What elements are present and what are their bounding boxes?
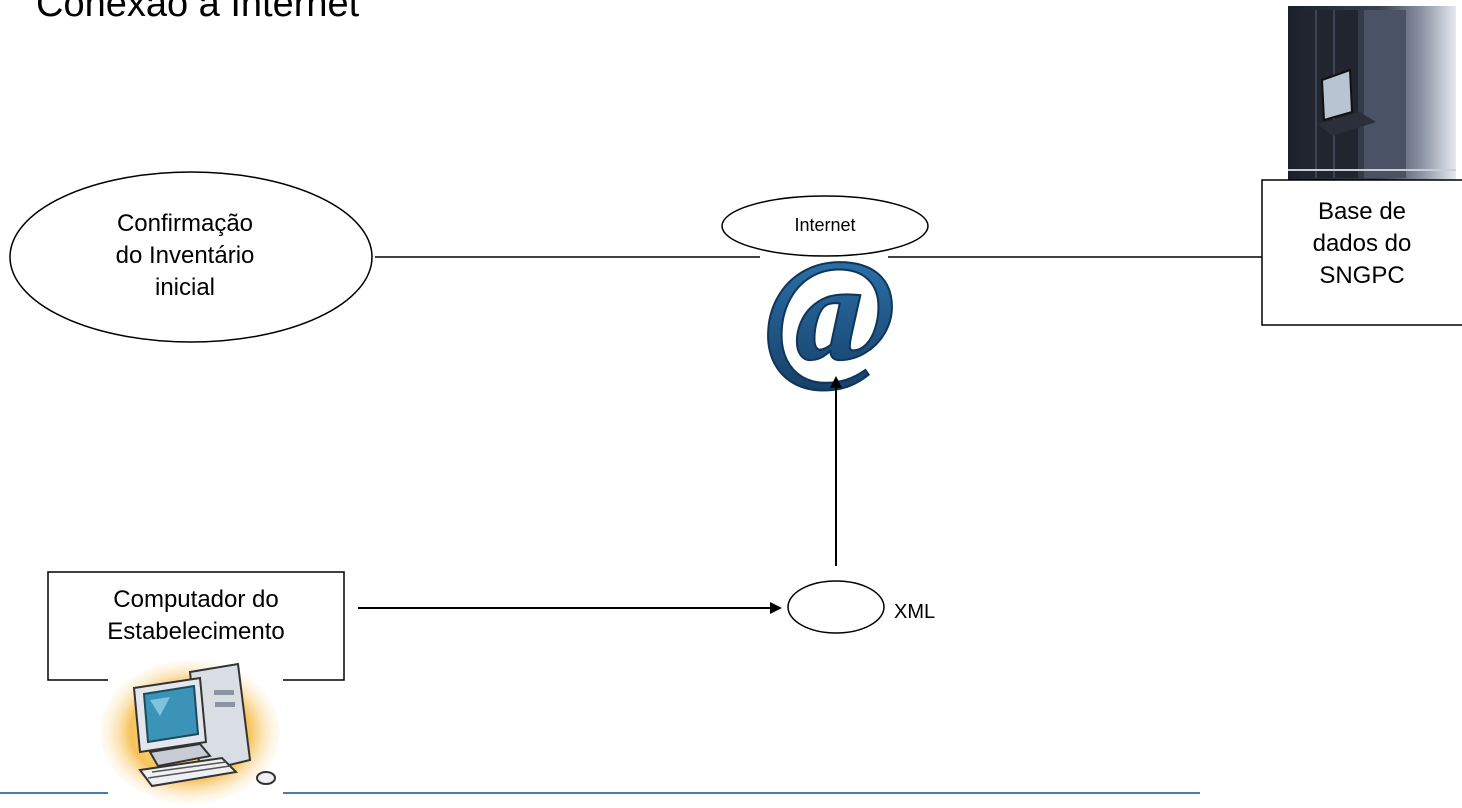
internet-ellipse [721, 195, 929, 257]
svg-text:@: @ [760, 229, 900, 395]
desktop-computer-icon [100, 655, 283, 805]
database-box [1261, 179, 1462, 326]
xml-ellipse [787, 580, 885, 634]
internet-label: Internet [794, 215, 856, 235]
confirmation-label-line: inicial [154, 274, 216, 301]
database-label: Base de dados do SNGPC [1262, 196, 1462, 292]
page-title: Conexão à Internet [36, 0, 360, 25]
database-label-line: Base de [1317, 198, 1407, 225]
confirmation-label-line: Confirmação [116, 210, 254, 237]
confirmation-label-line: do Inventário [115, 242, 255, 269]
database-label-line: SNGPC [1319, 262, 1405, 289]
confirmation-label: Confirmação do Inventário inicial [65, 208, 305, 304]
computer-label: Computador do Estabelecimento [48, 584, 344, 648]
database-label-line: dados do [1312, 230, 1412, 257]
computer-label-line: Estabelecimento [107, 618, 285, 645]
computer-label-line: Computador do [113, 586, 279, 613]
confirmation-ellipse [9, 171, 373, 343]
server-rack-image [1288, 6, 1456, 180]
xml-label: XML [894, 601, 936, 623]
at-sign-icon: @ [759, 228, 901, 396]
